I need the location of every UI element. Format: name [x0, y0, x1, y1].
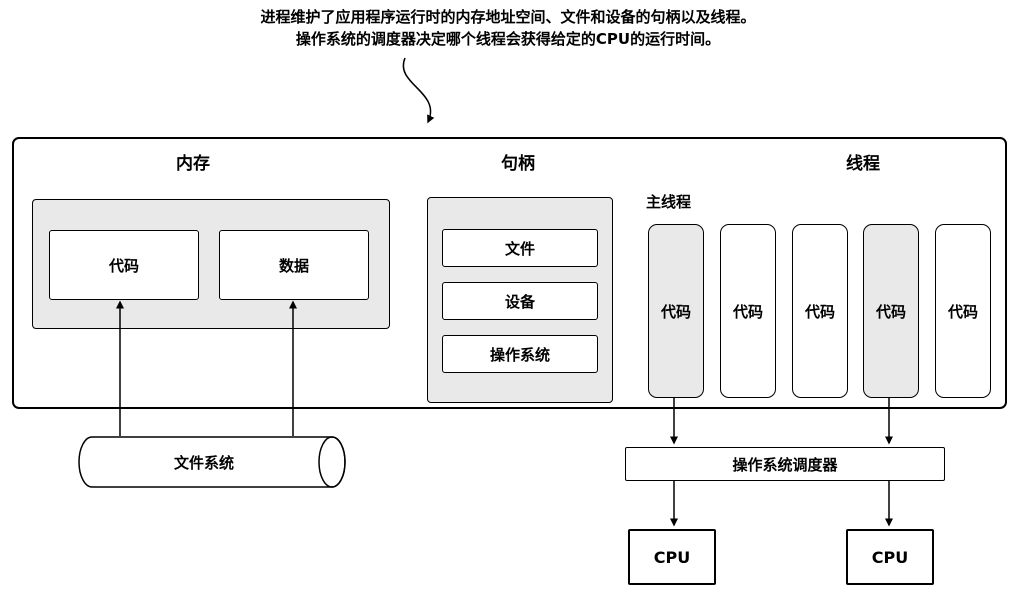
handle-device-box: 设备	[442, 282, 598, 320]
threads-section-title: 线程	[846, 154, 880, 174]
thread-column-4: 代码	[863, 224, 919, 398]
handles-panel: 文件 设备 操作系统	[427, 197, 613, 403]
thread-column-1: 代码	[648, 224, 704, 398]
scheduler-box: 操作系统调度器	[625, 447, 945, 481]
handle-file-box: 文件	[442, 229, 598, 267]
memory-code-box: 代码	[49, 230, 199, 300]
memory-section-title: 内存	[176, 154, 210, 174]
handles-section-title: 句柄	[501, 154, 535, 174]
caption: 进程维护了应用程序运行时的内存地址空间、文件和设备的句柄以及线程。 操作系统的调…	[0, 6, 1016, 50]
caption-arrow	[402, 57, 435, 124]
memory-data-box: 数据	[219, 230, 369, 300]
caption-line-1: 进程维护了应用程序运行时的内存地址空间、文件和设备的句柄以及线程。	[260, 8, 756, 26]
handle-os-box: 操作系统	[442, 335, 598, 373]
process-box: 内存 句柄 线程 代码 数据 文件 设备 操作系统 主线程 代码 代码 代码 代…	[12, 137, 1007, 409]
cpu-box-2: CPU	[846, 529, 934, 585]
memory-panel: 代码 数据	[32, 199, 390, 329]
file-system-label: 文件系统	[173, 453, 234, 472]
main-thread-label: 主线程	[646, 193, 692, 211]
caption-line-2: 操作系统的调度器决定哪个线程会获得给定的CPU的运行时间。	[295, 30, 721, 48]
thread-column-5: 代码	[935, 224, 991, 398]
thread-column-3: 代码	[792, 224, 848, 398]
thread-column-2: 代码	[720, 224, 776, 398]
cpu-box-1: CPU	[628, 529, 716, 585]
